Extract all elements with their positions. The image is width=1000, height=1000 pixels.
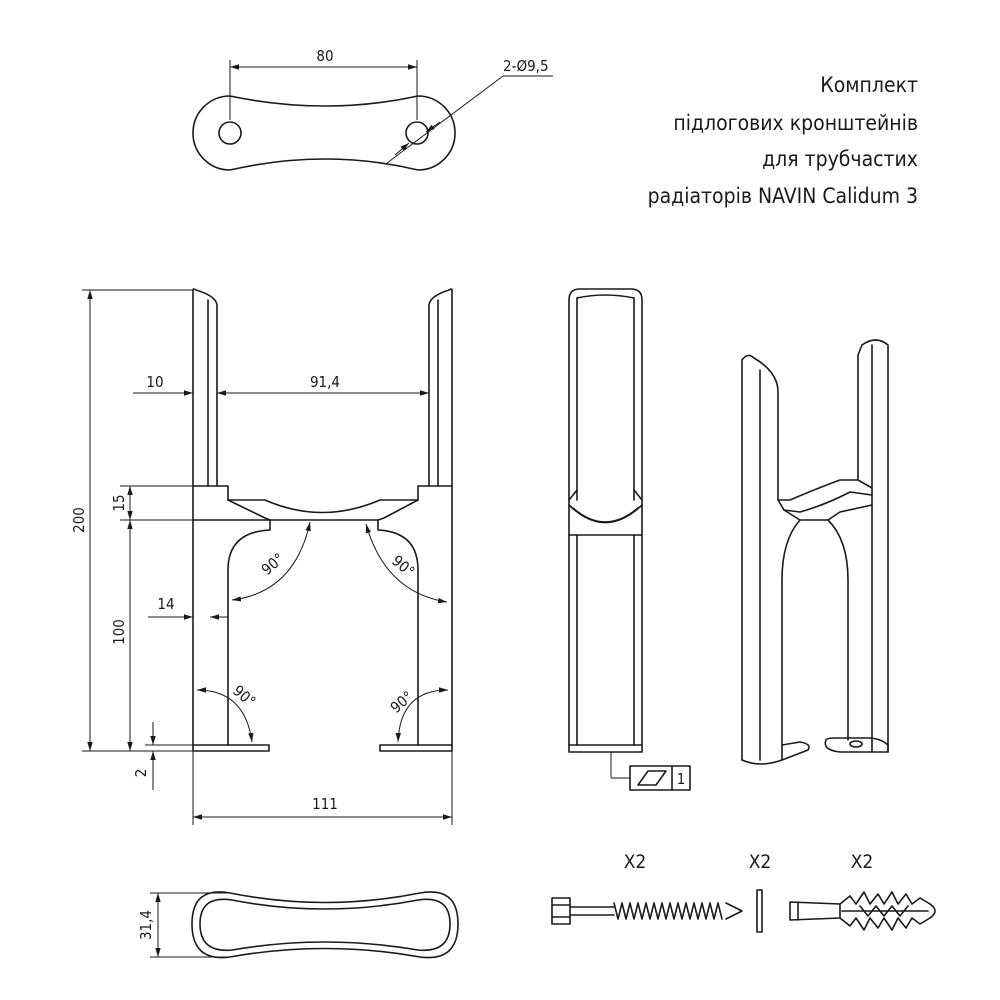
wall-dowel-icon: [789, 891, 936, 931]
title-line-1: Комплект: [820, 73, 918, 97]
dowel-quantity: X2: [851, 851, 874, 873]
parallelogram-flatness-icon: [637, 770, 667, 786]
dim-angle-lower-left: 90°: [229, 682, 259, 711]
isometric-view-bracket: [741, 339, 889, 765]
dim-angle-upper-right: 90°: [388, 552, 418, 581]
foot-right: [379, 744, 453, 752]
flatness-frame: [629, 765, 691, 791]
dim-wall-thickness: 10: [146, 373, 163, 391]
bottom-view-outline: 31,4: [137, 891, 459, 959]
title-line-3: для трубчастих: [762, 147, 918, 171]
washer-icon: [756, 889, 763, 933]
title-block: Комплект підлогових кронштейнів для труб…: [648, 73, 918, 208]
dim-inner-width: 91,4: [310, 373, 340, 391]
dim-angle-lower-right: 90°: [387, 688, 417, 717]
hardware-set: X2 X2 X2: [551, 851, 936, 933]
dim-angle-upper-left: 90°: [258, 550, 288, 579]
title-line-4: радіаторів NAVIN Calidum 3: [648, 184, 918, 208]
washer-quantity: X2: [749, 851, 772, 873]
side-view-bracket: 1: [568, 288, 691, 791]
foot-left: [192, 744, 270, 752]
screw-bolt-icon: [551, 897, 743, 925]
iso-foot-hole: [849, 740, 863, 748]
dim-hole-spacing: 80: [316, 47, 333, 65]
dim-saddle-height: 15: [110, 494, 128, 511]
mounting-hole-right: [405, 121, 429, 145]
front-view-bracket: 10 91,4 15 200 100 14 2 111 90° 9: [70, 288, 453, 825]
top-view-base-plate: 80 2-Ø9,5: [192, 47, 553, 171]
title-line-2: підлогових кронштейнів: [673, 111, 918, 135]
flatness-value: 1: [677, 770, 686, 788]
mounting-hole-left: [218, 121, 242, 145]
dim-leg-height: 100: [110, 619, 128, 645]
dim-total-width: 111: [312, 795, 338, 813]
bolt-quantity: X2: [624, 851, 647, 873]
dim-hole-diameter: 2-Ø9,5: [503, 57, 549, 75]
dim-base-thickness: 2: [132, 769, 150, 778]
dim-total-height: 200: [70, 507, 88, 533]
dim-leg-width: 14: [157, 595, 174, 613]
dim-depth: 31,4: [137, 910, 155, 940]
